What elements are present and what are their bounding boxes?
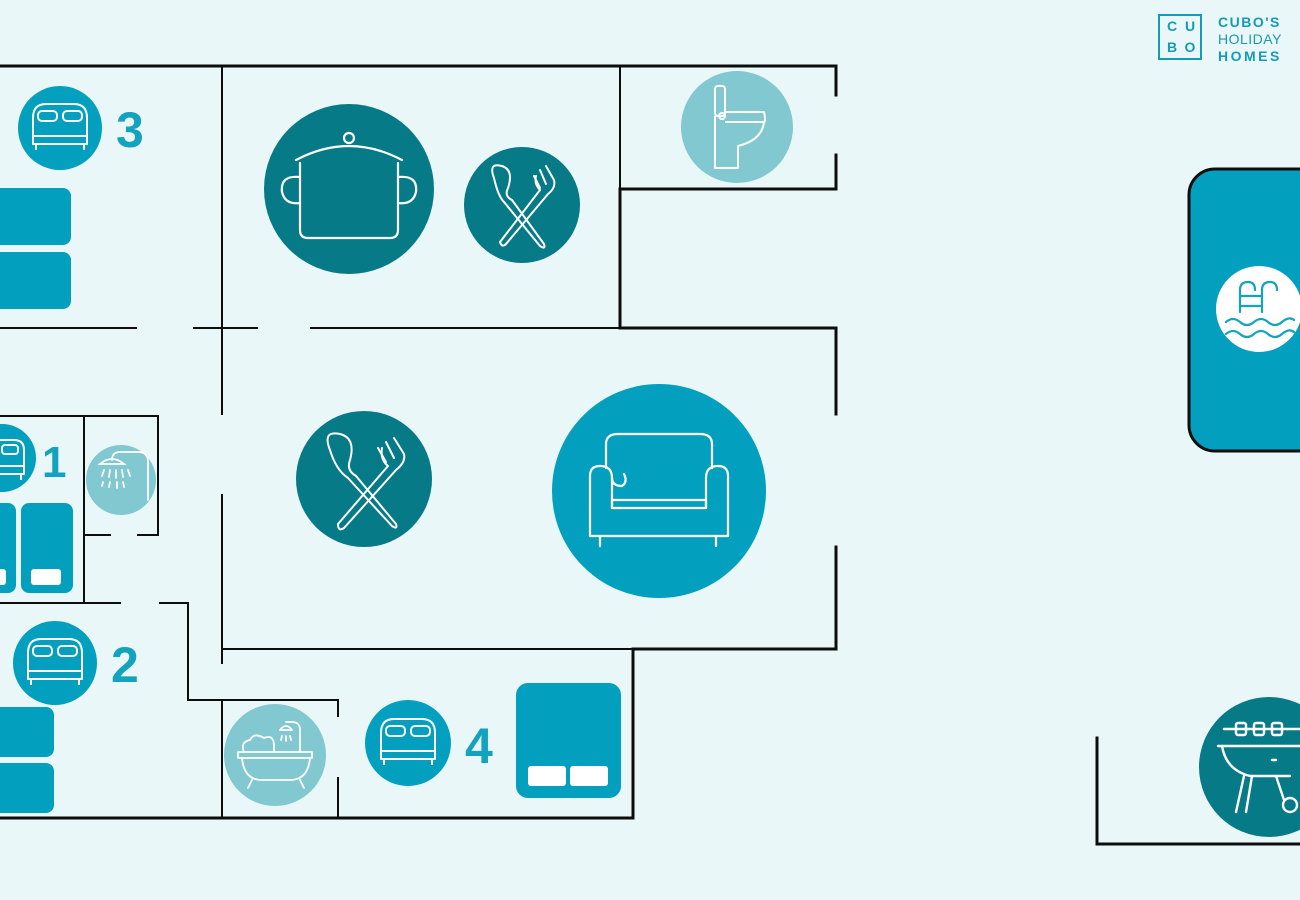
shower-icon [86,445,156,515]
bedroom-4-icon [365,700,451,786]
bed4-pillow-right [570,766,608,786]
bed-pillows [0,569,608,786]
logo-letter-o: O [1184,39,1196,55]
outer-wall-toilet [618,153,838,416]
toilet-icon [681,71,793,183]
bedroom-1-icon [0,424,36,492]
walls [0,64,1300,846]
pool-ladder-icon [1216,266,1300,352]
outer-wall-top [0,64,838,97]
bed3-mattress-top [0,188,71,245]
bedroom-2-number: 2 [111,637,139,693]
bedroom-1-number: 1 [42,438,66,487]
terrace-wall [1095,736,1300,846]
barbecue-grill-icon [1199,697,1300,837]
logo-word-homes: HOMES [1218,48,1282,64]
bed2-mattress-top [0,707,54,757]
bathtub-icon [224,704,326,806]
wall-bed1-top [0,415,159,536]
dining-cutlery-icon [296,411,432,547]
kitchen-pot-icon [264,104,434,274]
bedroom-3-number: 3 [116,102,144,158]
bed4-pillow-left [528,766,566,786]
logo-letter-u: U [1184,18,1196,34]
brand-logo: C U B O CUBO'S HOLIDAY HOMES [1158,14,1298,66]
wall-bed2-corridor [159,602,339,717]
bedroom-2-icon [13,621,97,705]
bed1-pillow-left [0,569,6,585]
logo-word-holiday: HOLIDAY [1218,31,1282,47]
logo-letter-b: B [1166,39,1178,55]
bedroom-3-icon [18,86,102,170]
living-room-sofa-icon [552,384,766,598]
bed1-pillow-right [31,569,61,585]
logo-word-cubos: CUBO'S [1218,14,1281,30]
bed2-mattress-bottom [0,763,54,813]
bed3-mattress-bottom [0,252,71,309]
logo-mark: C U B O [1158,14,1202,60]
kitchen-cutlery-icon [464,147,580,263]
bedroom-4-number: 4 [465,718,493,774]
logo-letter-c: C [1166,18,1178,34]
